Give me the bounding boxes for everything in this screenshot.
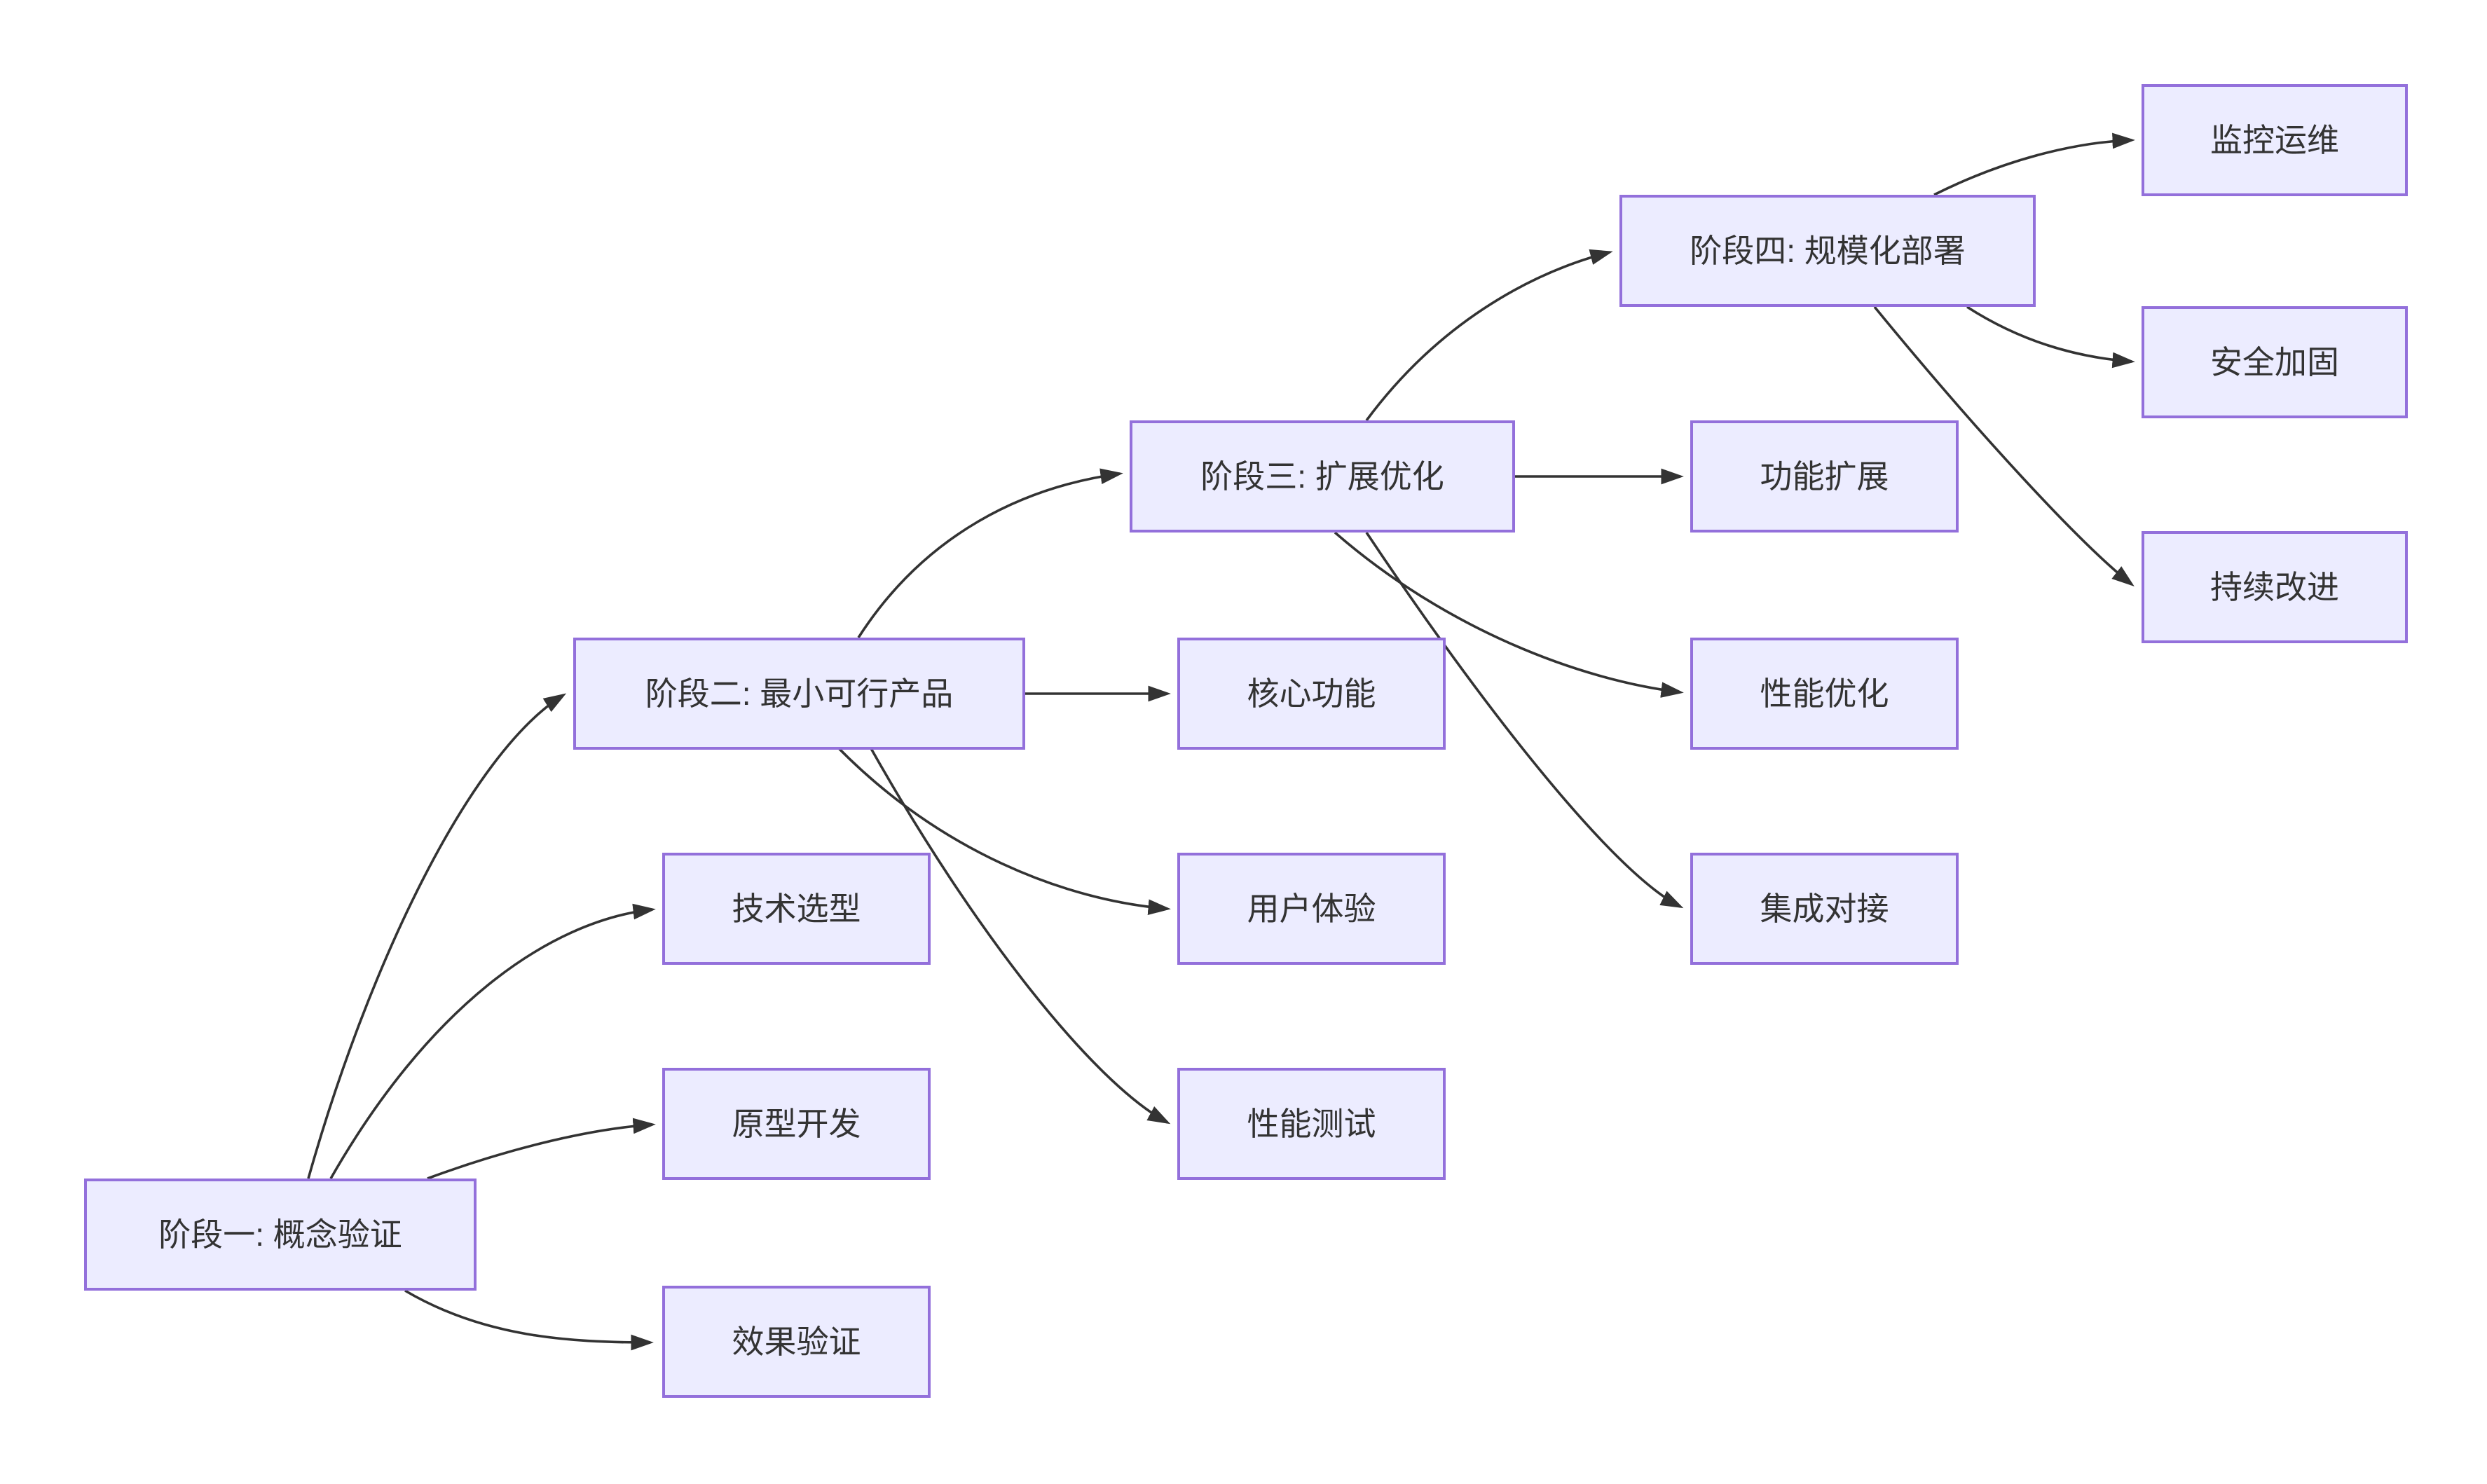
node-label: 持续改进 [2210, 569, 2339, 605]
node-security-hardening: 安全加固 [2142, 306, 2408, 418]
node-label: 安全加固 [2210, 344, 2339, 380]
edge-phase3-phase4 [1365, 249, 1613, 422]
edge-phase4-monitor [1933, 132, 2135, 196]
node-phase2-mvp: 阶段二: 最小可行产品 [573, 638, 1025, 750]
node-label: 性能优化 [1760, 675, 1889, 712]
node-label: 用户体验 [1247, 891, 1376, 927]
edge-phase1-tech [329, 903, 656, 1179]
node-label: 核心功能 [1247, 675, 1376, 712]
node-performance-optimization: 性能优化 [1690, 638, 1959, 750]
node-label: 集成对接 [1760, 891, 1889, 927]
node-label: 功能扩展 [1760, 458, 1889, 495]
node-label: 原型开发 [732, 1106, 861, 1142]
node-monitoring-ops: 监控运维 [2142, 84, 2408, 196]
node-feature-expansion: 功能扩展 [1690, 420, 1959, 533]
node-label: 效果验证 [732, 1324, 861, 1360]
node-prototype-development: 原型开发 [662, 1068, 931, 1180]
node-tech-selection: 技术选型 [662, 853, 931, 965]
edge-phase1-phase2 [307, 693, 567, 1179]
node-label: 性能测试 [1247, 1106, 1376, 1142]
node-effect-validation: 效果验证 [662, 1286, 931, 1398]
node-user-experience: 用户体验 [1177, 853, 1446, 965]
node-label: 技术选型 [732, 891, 861, 927]
node-core-features: 核心功能 [1177, 638, 1446, 750]
node-phase3-expansion-optimization: 阶段三: 扩展优化 [1130, 420, 1515, 533]
node-label: 阶段一: 概念验证 [158, 1216, 402, 1253]
node-performance-testing: 性能测试 [1177, 1068, 1446, 1180]
node-label: 阶段四: 规模化部署 [1690, 233, 1966, 269]
node-phase4-scaled-deployment: 阶段四: 规模化部署 [1619, 195, 2036, 307]
node-integration: 集成对接 [1690, 853, 1959, 965]
node-label: 阶段三: 扩展优化 [1200, 458, 1444, 495]
node-label: 阶段二: 最小可行产品 [645, 675, 954, 712]
edge-phase2-phase3 [857, 468, 1123, 638]
node-continuous-improvement: 持续改进 [2142, 531, 2408, 643]
edge-phase1-effect [404, 1289, 654, 1351]
node-label: 监控运维 [2210, 122, 2339, 158]
edge-phase1-proto [427, 1118, 656, 1180]
edge-phase4-security [1966, 305, 2135, 369]
node-phase1-concept-validation: 阶段一: 概念验证 [84, 1179, 477, 1291]
